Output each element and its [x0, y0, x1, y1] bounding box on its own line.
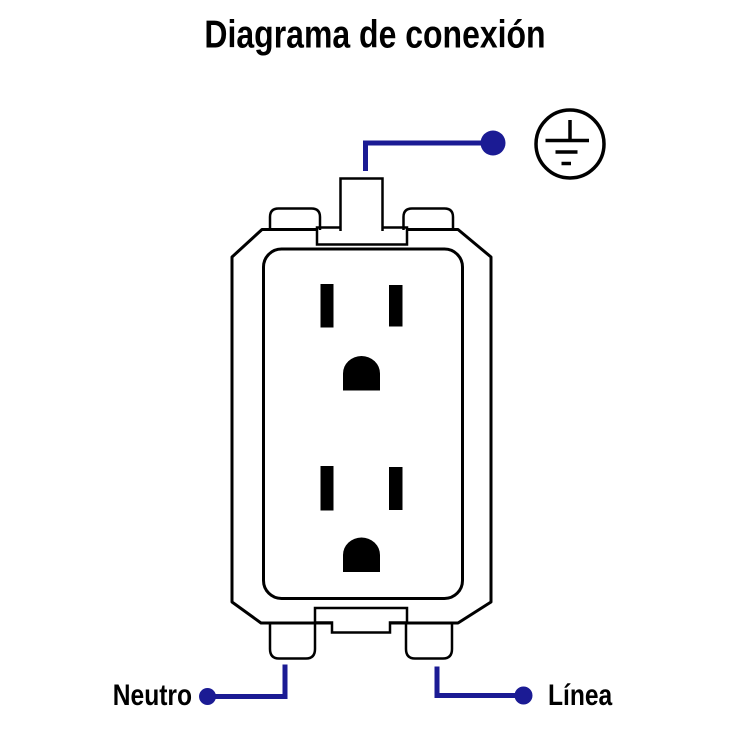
page-title: Diagrama de conexión [204, 13, 545, 57]
line-label-text: Línea [548, 678, 613, 712]
hot-slot-top [389, 285, 403, 327]
earth-ground-symbol-icon [534, 108, 606, 180]
ground-hole-top [343, 356, 380, 391]
ground-prong-tab [339, 177, 384, 231]
bottom-center-block [313, 606, 409, 634]
ground-wire [363, 140, 489, 171]
line-wire [434, 666, 518, 698]
terminal-tab-bottom-right [404, 623, 454, 660]
mounting-tab-top-left [268, 207, 322, 230]
receptacle-top [320, 284, 403, 391]
neutral-wire [213, 664, 288, 699]
outlet-face [262, 247, 464, 600]
receptacle-bottom [320, 466, 403, 572]
ground-hole-bottom [343, 537, 380, 572]
ground-symbol-circle [534, 108, 606, 180]
page-title-text: Diagrama de conexión [204, 13, 545, 57]
neutral-label-text: Neutro [113, 678, 192, 712]
line-wire-dot [514, 686, 533, 705]
mounting-tab-top-right [402, 207, 455, 230]
hot-slot-bottom [389, 467, 403, 510]
line-label: Línea [548, 678, 613, 712]
neutral-wire-dot [199, 688, 216, 705]
neutral-slot-top [320, 284, 334, 328]
neutral-slot-bottom [320, 466, 334, 511]
ground-wire-dot [480, 130, 506, 156]
neutral-label: Neutro [113, 678, 192, 712]
terminal-tab-bottom-left [268, 623, 317, 660]
